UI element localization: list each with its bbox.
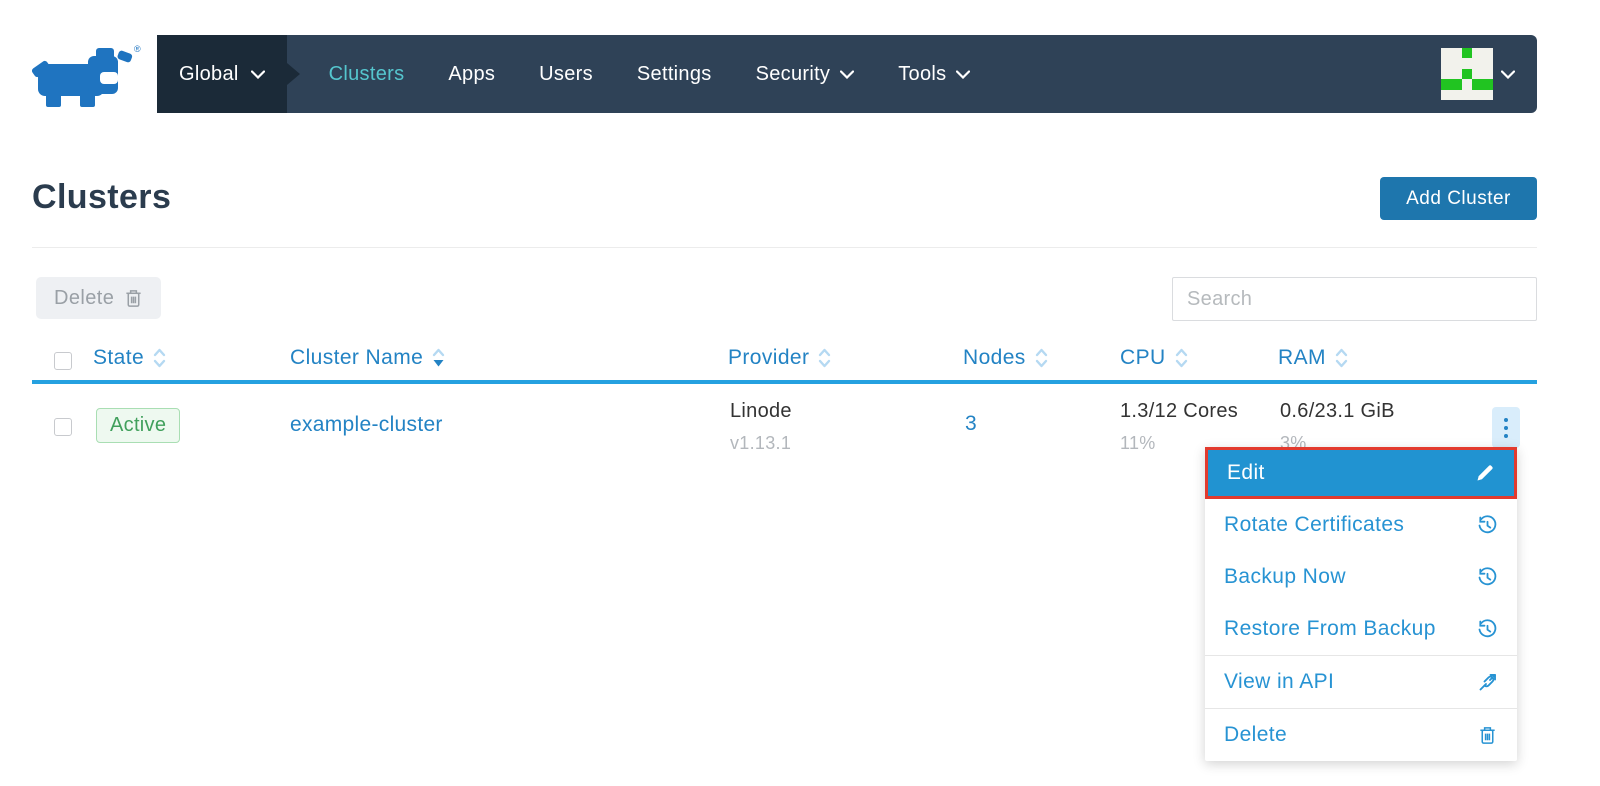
sort-icon bbox=[819, 348, 831, 368]
delete-selected-button[interactable]: Delete bbox=[36, 277, 162, 319]
sort-icon bbox=[1335, 348, 1348, 368]
table-header-underline bbox=[32, 380, 1537, 384]
user-menu[interactable] bbox=[1441, 35, 1537, 113]
menu-item-view-in-api[interactable]: View in API bbox=[1205, 656, 1517, 708]
column-header-cluster-name-label: Cluster Name bbox=[290, 346, 424, 369]
history-icon bbox=[1478, 618, 1497, 637]
trash-icon bbox=[126, 289, 141, 307]
sort-icon bbox=[153, 348, 166, 368]
row-actions-button[interactable] bbox=[1492, 407, 1520, 448]
pencil-icon bbox=[1477, 464, 1493, 480]
select-all-checkbox[interactable] bbox=[54, 352, 72, 370]
global-scope-dropdown[interactable]: Global bbox=[157, 35, 287, 113]
cluster-name-link[interactable]: example-cluster bbox=[290, 413, 443, 436]
chevron-down-icon bbox=[840, 69, 855, 79]
chevron-down-icon bbox=[250, 69, 265, 79]
user-avatar bbox=[1441, 48, 1493, 100]
column-header-ram-label: RAM bbox=[1278, 346, 1326, 369]
sort-icon bbox=[1035, 348, 1047, 368]
nav-item-security[interactable]: Security bbox=[756, 63, 855, 86]
nav-item-apps[interactable]: Apps bbox=[448, 62, 496, 85]
column-header-cpu[interactable]: CPU bbox=[1120, 346, 1188, 370]
column-header-ram[interactable]: RAM bbox=[1278, 346, 1348, 370]
menu-item-rotate-certificates[interactable]: Rotate Certificates bbox=[1205, 499, 1517, 551]
nodes-count-link[interactable]: 3 bbox=[965, 412, 977, 435]
menu-divider bbox=[1205, 655, 1517, 656]
menu-item-restore-from-backup[interactable]: Restore From Backup bbox=[1205, 603, 1517, 655]
column-header-provider[interactable]: Provider bbox=[728, 346, 831, 370]
ram-cell: 0.6/23.1 GiB bbox=[1280, 400, 1395, 422]
menu-item-delete-label: Delete bbox=[1224, 723, 1288, 746]
nav-links: Clusters Apps Users Settings Security To… bbox=[287, 35, 971, 113]
menu-item-restore-from-backup-label: Restore From Backup bbox=[1224, 617, 1436, 640]
add-cluster-button[interactable]: Add Cluster bbox=[1380, 177, 1537, 220]
nav-item-tools[interactable]: Tools bbox=[898, 62, 971, 86]
menu-item-edit-label: Edit bbox=[1227, 461, 1265, 484]
history-icon bbox=[1478, 566, 1497, 585]
menu-item-rotate-certificates-label: Rotate Certificates bbox=[1224, 513, 1405, 536]
nav-item-settings[interactable]: Settings bbox=[636, 62, 712, 85]
menu-divider bbox=[1205, 708, 1517, 709]
menu-item-backup-now-label: Backup Now bbox=[1224, 565, 1346, 588]
row-actions-menu: Edit Rotate Certificates Backup Now Rest… bbox=[1205, 447, 1517, 761]
cpu-cell: 1.3/12 Cores bbox=[1120, 400, 1239, 422]
rancher-bull-logo: ® bbox=[31, 44, 141, 107]
cpu-percent: 11% bbox=[1120, 433, 1156, 453]
nav-item-tools-label: Tools bbox=[898, 62, 947, 85]
provider-version: v1.13.1 bbox=[730, 433, 792, 453]
nav-item-clusters[interactable]: Clusters bbox=[328, 62, 405, 85]
nav-item-users[interactable]: Users bbox=[539, 62, 593, 85]
sort-icon bbox=[1175, 348, 1187, 368]
provider-cell: Linode bbox=[730, 400, 792, 422]
delete-button-label: Delete bbox=[54, 286, 115, 309]
menu-item-delete[interactable]: Delete bbox=[1205, 709, 1517, 761]
nav-item-security-label: Security bbox=[755, 62, 831, 85]
row-checkbox[interactable] bbox=[54, 418, 72, 436]
chevron-down-icon bbox=[1501, 69, 1515, 79]
chevron-down-icon bbox=[956, 69, 971, 79]
status-badge: Active bbox=[96, 408, 181, 443]
column-header-nodes-label: Nodes bbox=[963, 346, 1026, 369]
trash-icon bbox=[1480, 726, 1495, 744]
header-divider bbox=[32, 247, 1537, 248]
history-icon bbox=[1478, 514, 1497, 533]
column-header-nodes[interactable]: Nodes bbox=[963, 346, 1048, 370]
menu-item-backup-now[interactable]: Backup Now bbox=[1205, 551, 1517, 603]
search-input[interactable] bbox=[1172, 277, 1537, 321]
page-title: Clusters bbox=[32, 178, 172, 216]
menu-item-edit[interactable]: Edit bbox=[1205, 447, 1517, 499]
column-header-state-label: State bbox=[93, 346, 145, 369]
column-header-provider-label: Provider bbox=[728, 346, 810, 369]
external-link-icon bbox=[1479, 673, 1496, 690]
svg-text:®: ® bbox=[134, 44, 141, 54]
column-header-cpu-label: CPU bbox=[1120, 346, 1166, 369]
column-header-cluster-name[interactable]: Cluster Name bbox=[290, 346, 445, 370]
top-navbar: Global Clusters Apps Users Settings Secu… bbox=[157, 35, 1537, 113]
global-scope-label: Global bbox=[179, 62, 239, 85]
menu-item-view-in-api-label: View in API bbox=[1224, 670, 1335, 693]
column-header-state[interactable]: State bbox=[93, 346, 166, 370]
sort-icon-active-desc bbox=[432, 348, 445, 367]
